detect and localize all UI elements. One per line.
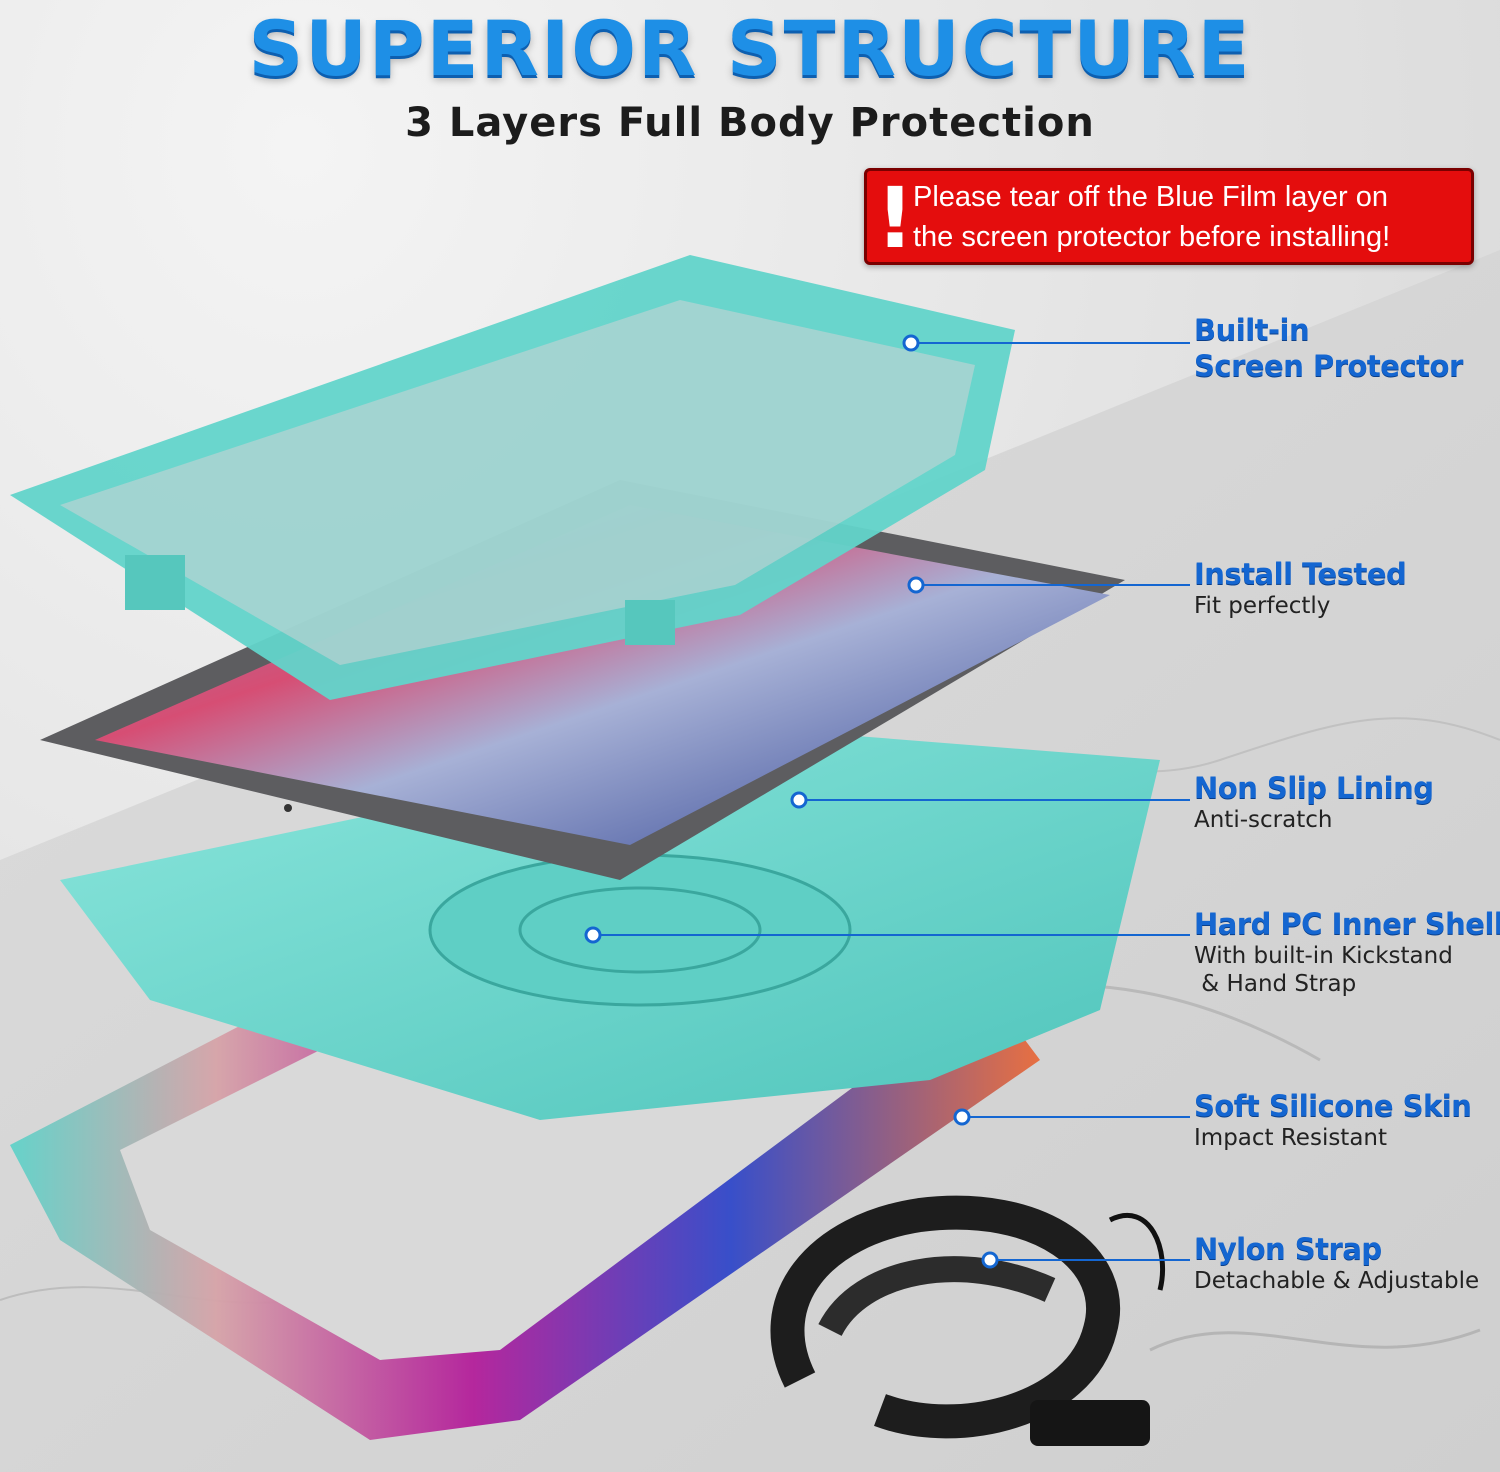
callout-subtitle: Anti-scratch <box>1194 807 1333 833</box>
callout-subtitle: Detachable & Adjustable <box>1194 1268 1480 1294</box>
callout-title: Non Slip Lining <box>1194 771 1434 805</box>
page-subtitle: 3 Layers Full Body Protection <box>405 100 1095 146</box>
callout-subtitle: With built-in Kickstand <box>1194 943 1453 969</box>
callout-title: Hard PC Inner Shell <box>1194 907 1500 941</box>
callout-subtitle: & Hand Strap <box>1194 971 1357 997</box>
callout-title: Nylon Strap <box>1194 1232 1382 1266</box>
callout-title: Install Tested <box>1194 557 1407 591</box>
callout-silicone-skin: Soft Silicone Skin Impact Resistant <box>1194 1088 1472 1152</box>
callout-subtitle: Impact Resistant <box>1194 1125 1388 1151</box>
warning-banner: ! Please tear off the Blue Film layer on… <box>864 168 1474 265</box>
callout-title: Screen Protector <box>1194 349 1463 383</box>
page-title: SUPERIOR STRUCTURE <box>248 4 1252 93</box>
callout-title: Soft Silicone Skin <box>1194 1089 1472 1123</box>
callout-hard-pc-shell: Hard PC Inner Shell With built-in Kickst… <box>1194 906 1500 998</box>
callout-screen-protector: Built-in Screen Protector <box>1194 312 1463 384</box>
exclamation-icon: ! <box>875 169 915 267</box>
callout-install-tested: Install Tested Fit perfectly <box>1194 556 1407 620</box>
warning-line-1: Please tear off the Blue Film layer on <box>913 181 1388 213</box>
callout-title: Built-in <box>1194 313 1310 347</box>
callout-subtitle: Fit perfectly <box>1194 593 1331 619</box>
callout-nylon-strap: Nylon Strap Detachable & Adjustable <box>1194 1231 1479 1295</box>
warning-line-2: the screen protector before installing! <box>913 221 1391 253</box>
callout-non-slip-lining: Non Slip Lining Anti-scratch <box>1194 770 1434 834</box>
